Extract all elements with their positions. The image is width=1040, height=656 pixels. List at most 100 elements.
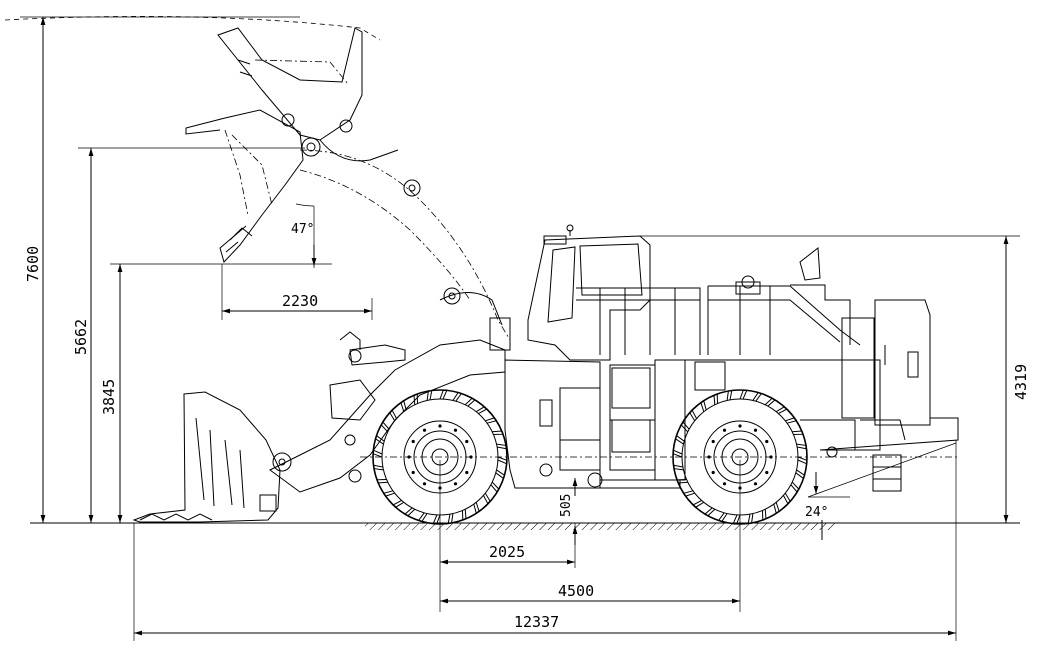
dump-angle-marker (295, 203, 317, 268)
overall-length-label: 12337 (514, 613, 559, 631)
wheel-bolt (453, 428, 458, 432)
wheel-bolt (738, 486, 742, 490)
dimension-overall-length (133, 440, 957, 641)
tire-tread-lug (792, 430, 804, 435)
wheel-bolt (422, 482, 427, 486)
wheel-bolt (465, 470, 469, 475)
lowered-bucket (132, 391, 281, 523)
dump-reach-label: 2230 (282, 292, 318, 310)
tire-tread-lug (680, 421, 690, 433)
wheel-bolt (711, 439, 715, 444)
tire-tread-lug (490, 481, 500, 493)
tire-tread-lug (389, 409, 398, 422)
tire-tread-lug (762, 509, 767, 521)
max-height-label: 7600 (24, 246, 42, 282)
tire-tread-lug (732, 514, 741, 525)
departure-angle-label: 24° (805, 505, 828, 520)
wheel-bolt (753, 482, 758, 486)
wheel-bolt (753, 428, 758, 432)
wheel-bolt (438, 486, 442, 490)
tire-tread-lug (439, 389, 448, 400)
tire-tread-lug (417, 512, 428, 523)
tire-tread-lug (704, 507, 716, 517)
tire-tread-lug (496, 443, 508, 450)
tire-tread-lug (752, 391, 763, 402)
tire-tread-lug (764, 397, 776, 407)
tire-tread-lug (773, 502, 780, 515)
tire-tread-lug (726, 389, 733, 401)
overall-height-label: 4319 (1012, 364, 1030, 400)
tire-tread-lug (739, 389, 748, 400)
chassis-frame (504, 359, 881, 489)
dump-angle-label: 47° (291, 222, 314, 237)
tire-tread-lug (413, 393, 418, 405)
tire-tread-lug (796, 443, 808, 450)
tire-tread-lug (713, 393, 718, 405)
operator-cab (527, 224, 651, 361)
tire-tread-lug (700, 399, 707, 412)
tire-tread-lug (717, 512, 728, 523)
wheel-bolt (722, 482, 727, 486)
tire-tread-lug (374, 434, 385, 445)
front-axle-offset-label: 2025 (489, 543, 525, 561)
tire-tread-lug (404, 507, 416, 517)
dimension-front-axle-offset (439, 460, 576, 612)
wheel-bolt (765, 439, 769, 444)
tire-tread-lug (382, 490, 395, 497)
dimension-pin-height (78, 147, 305, 523)
wheel-bolt (411, 439, 415, 444)
ground-clearance-label: 505 (559, 494, 574, 517)
tire-tread-lug (672, 464, 684, 471)
tire-tread-lug (376, 479, 388, 484)
handrails (576, 285, 861, 355)
tire-tread-lug (447, 513, 454, 525)
tire-tread-lug (682, 490, 695, 497)
tire-tread-lug (797, 456, 808, 465)
tire-tread-lug (380, 421, 390, 433)
tire-tread-lug (790, 481, 800, 493)
tire-tread-lug (785, 417, 798, 424)
dumped-bucket-outline (185, 109, 304, 263)
raised-boom-outline (299, 149, 511, 341)
tire-tread-lug (492, 430, 504, 435)
wheel-bolt (722, 428, 727, 432)
tire-tread-lug (795, 469, 806, 480)
wheel-bolt (711, 470, 715, 475)
tire-tread-lug (782, 492, 791, 505)
tire-tread-lug (432, 514, 441, 525)
wheel-bolt (422, 428, 427, 432)
dimension-overall-height (640, 235, 1020, 523)
wheel-bolt (411, 470, 415, 475)
tire-tread-lug (775, 406, 788, 415)
wheel-bolt (738, 424, 742, 428)
dimension-wheelbase (440, 460, 741, 612)
tire-tread-lug (497, 456, 508, 465)
side-grille (611, 361, 726, 453)
tire-tread-lug (426, 389, 433, 401)
tire-tread-lug (464, 397, 476, 407)
wheel-bolt (765, 470, 769, 475)
tire-tread-lug (674, 434, 685, 445)
departure-angle-marker (807, 442, 957, 540)
ground-line (30, 522, 1020, 530)
dimension-dump-reach (221, 264, 373, 320)
tire-tread-lug (372, 449, 383, 458)
tire-tread-lug (692, 499, 705, 508)
tire-tread-lug (462, 509, 467, 521)
wheelbase-label: 4500 (558, 582, 594, 600)
lift-arm-lowered (269, 317, 511, 493)
wheel-bolt (465, 439, 469, 444)
rear-counterweight (819, 417, 959, 492)
steering-cylinder (539, 399, 600, 477)
tire-tread-lug (475, 406, 488, 415)
tire-tread-lug (485, 417, 498, 424)
tire-tread-lug (482, 492, 491, 505)
raised-bucket-outline (4, 16, 399, 162)
wheel-bolt (438, 424, 442, 428)
engine-hood (735, 247, 931, 426)
tire-tread-lug (495, 469, 506, 480)
tire-tread-lug (473, 502, 480, 515)
tire-tread-lug (392, 499, 405, 508)
tire-tread-lug (452, 391, 463, 402)
